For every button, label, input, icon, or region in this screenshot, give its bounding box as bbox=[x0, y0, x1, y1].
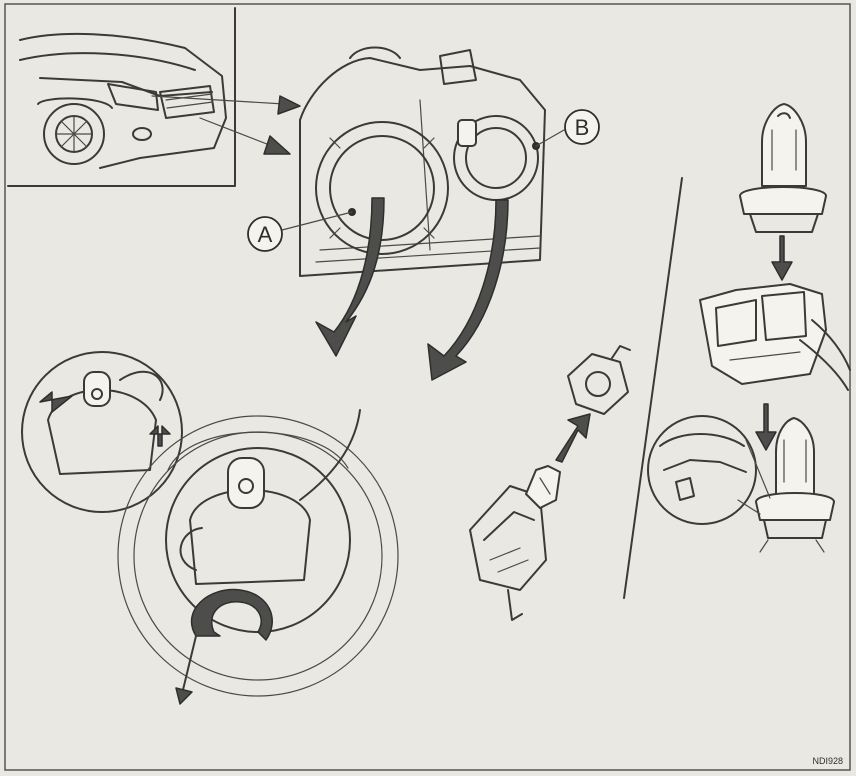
removed-bulb-assembly bbox=[469, 413, 591, 621]
new-bulb-top bbox=[739, 103, 827, 233]
bulb-socket-connector bbox=[699, 283, 851, 391]
tab-alignment-magnifier bbox=[647, 415, 771, 525]
label-b-text: B bbox=[575, 115, 590, 140]
diagram-border bbox=[4, 3, 851, 771]
low-beam-socket-a bbox=[281, 121, 449, 255]
label-a-text: A bbox=[258, 222, 273, 247]
retaining-clip-magnifier bbox=[21, 351, 183, 513]
curved-arrow-right bbox=[427, 199, 509, 381]
insert-arrow-down bbox=[771, 235, 793, 281]
curved-arrow-left bbox=[315, 197, 385, 357]
callout-label-a: A bbox=[247, 216, 283, 252]
figure-code: NDI928 bbox=[812, 756, 843, 766]
car-location-inset bbox=[7, 7, 301, 187]
bulb-reflector-rear bbox=[117, 409, 399, 705]
connect-arrow-down bbox=[755, 403, 777, 451]
callout-label-b: B bbox=[564, 109, 600, 145]
bulb-with-cap-small bbox=[567, 345, 631, 415]
high-beam-socket-b bbox=[453, 115, 565, 201]
bulb-installed-detail bbox=[755, 417, 835, 553]
section-divider bbox=[623, 177, 683, 599]
